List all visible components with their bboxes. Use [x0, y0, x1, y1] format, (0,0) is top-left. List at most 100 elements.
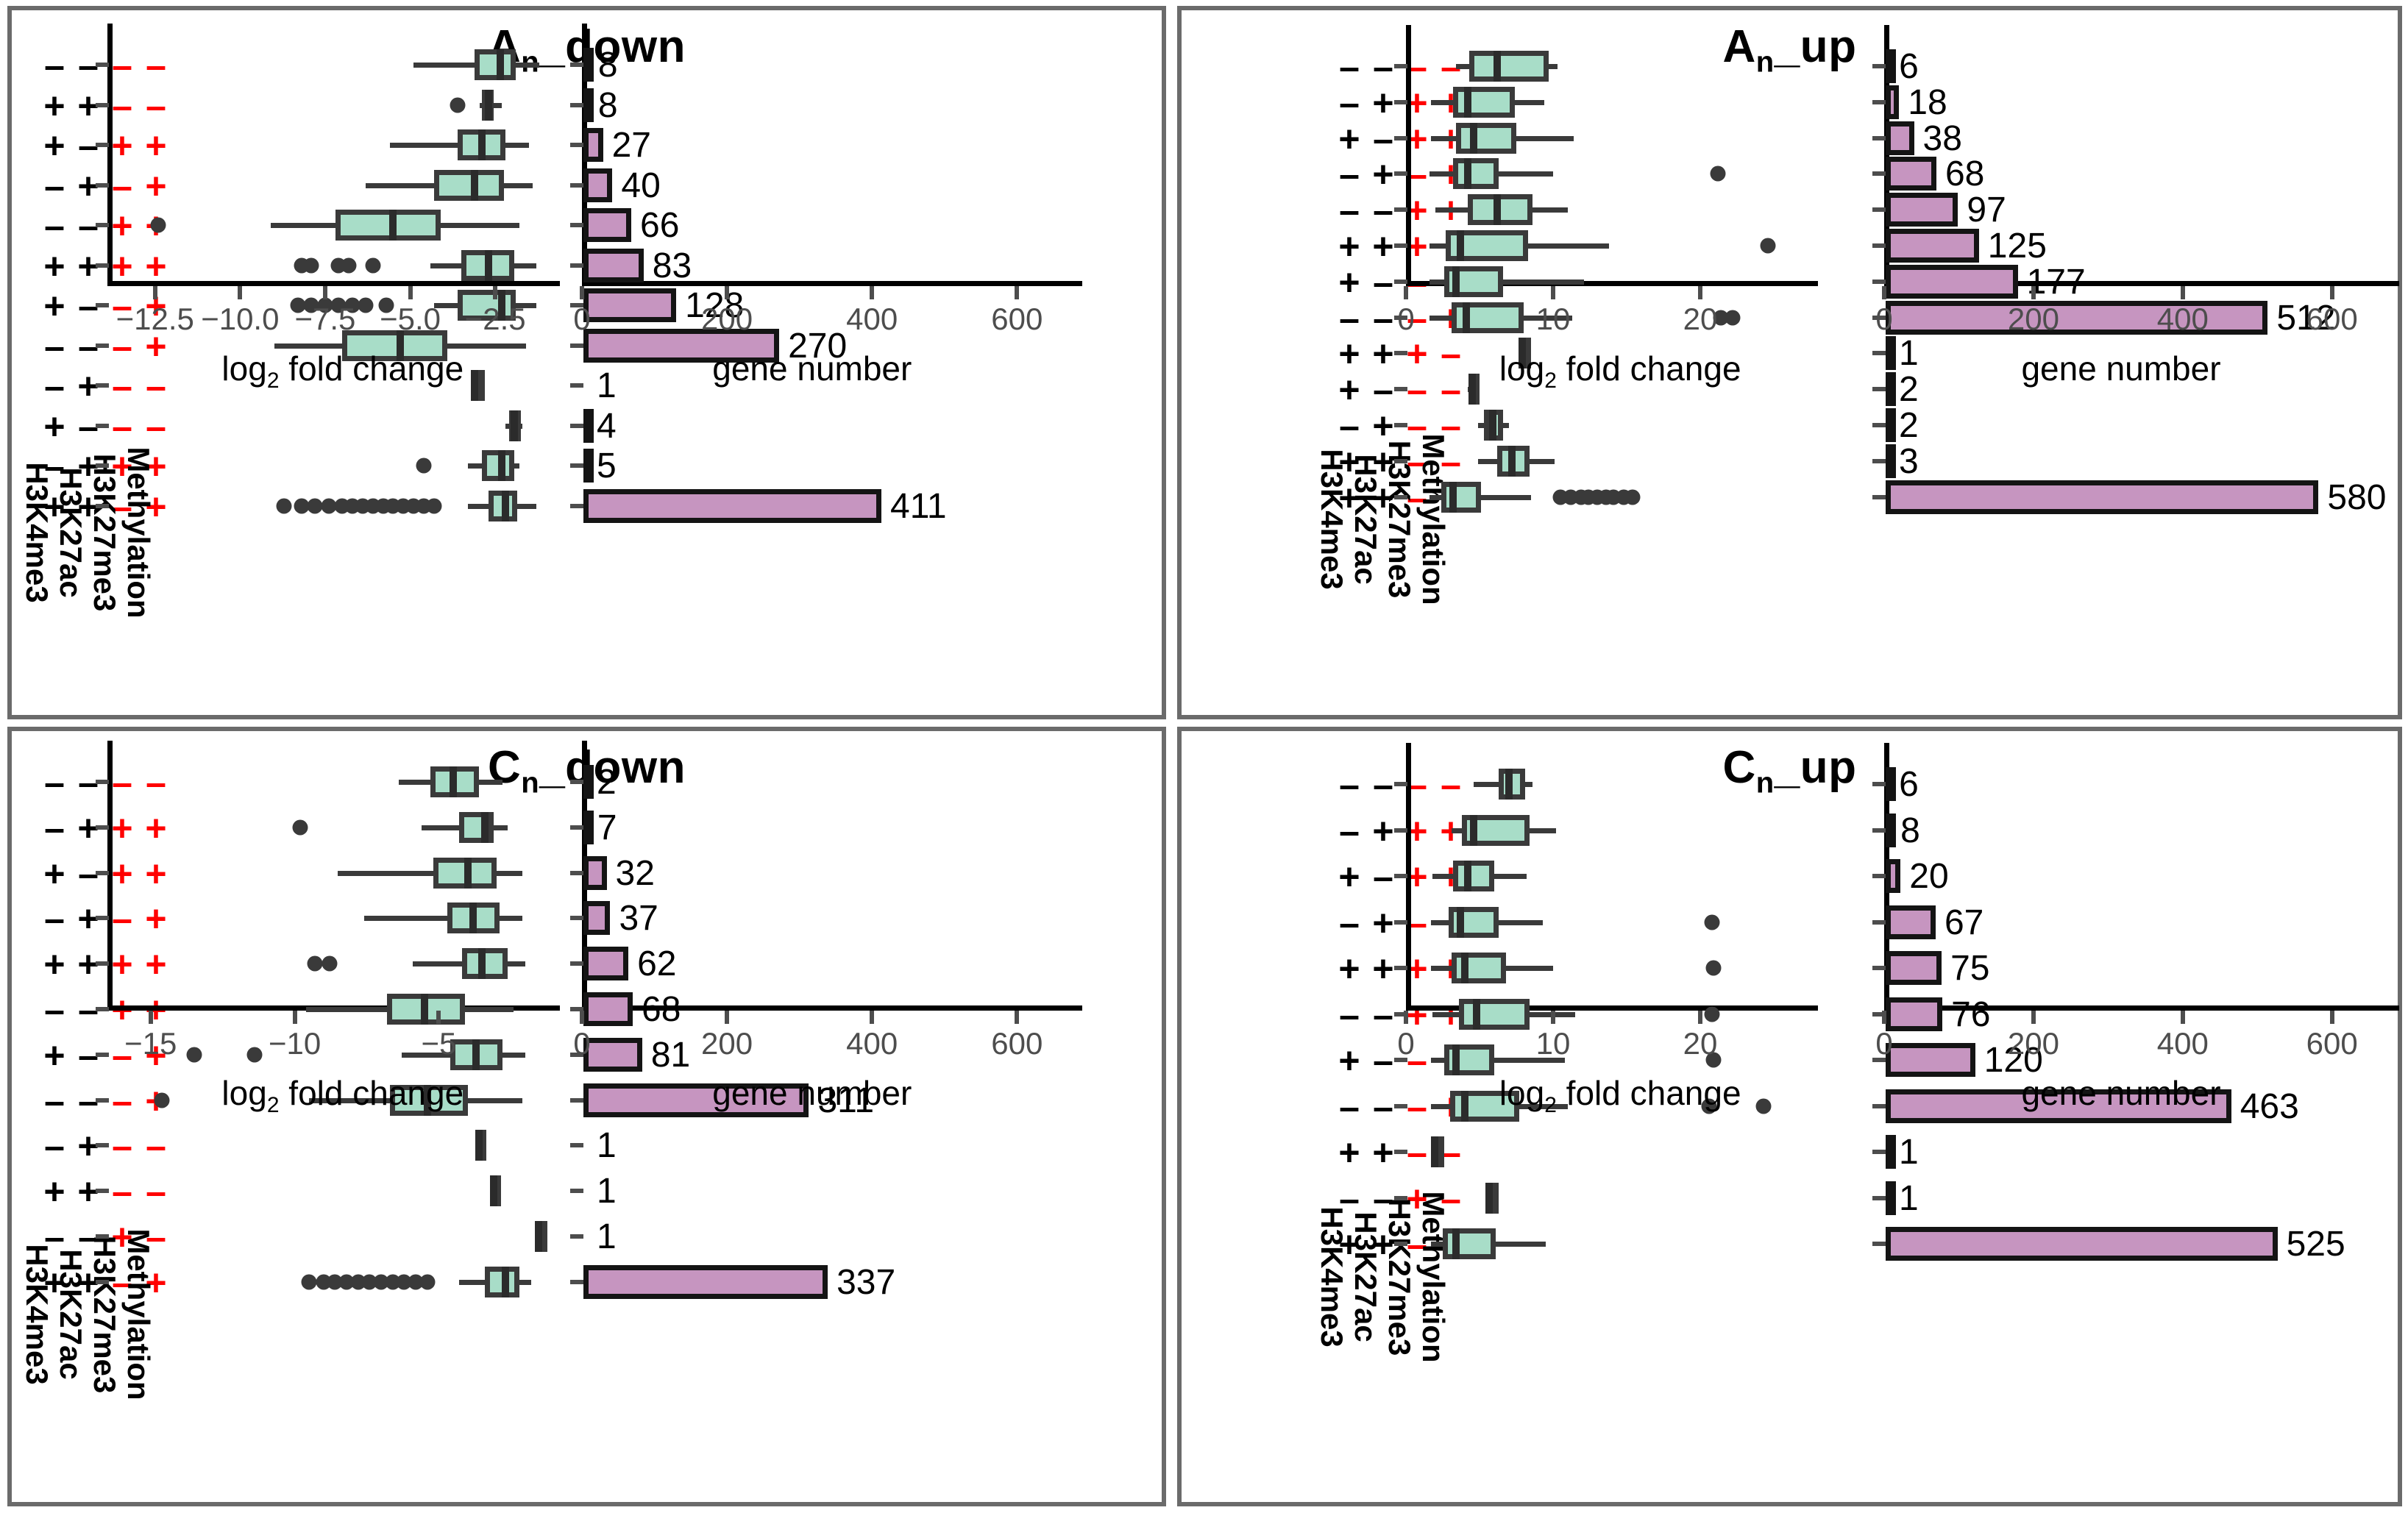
barplot-value-label: 8 — [1900, 811, 1920, 850]
barplot-y-tick — [1872, 351, 1886, 356]
boxplot-box — [481, 450, 514, 481]
boxplot-x-tick — [436, 1011, 441, 1024]
sign-h3k27ac-present: + — [77, 807, 99, 849]
sign-h3k4me3-absent: – — [1339, 82, 1360, 124]
barplot-bar — [1886, 372, 1896, 407]
boxplot-x-ticklabel: −15 — [124, 1026, 177, 1061]
sign-h3k4me3-absent: – — [44, 1125, 65, 1167]
sign-matrix-row: +–++ — [38, 855, 173, 892]
boxplot-median — [484, 249, 492, 281]
barplot-bar — [1886, 813, 1896, 847]
barplot-value-label: 2 — [597, 763, 617, 802]
barplot-x-axis-title: gene number — [712, 349, 912, 388]
boxplot-median — [1485, 1182, 1493, 1214]
barplot-y-tick — [1872, 99, 1886, 104]
sign-h3k27ac-absent: – — [1373, 764, 1393, 805]
sign-matrix-row: –+–– — [38, 368, 173, 405]
boxplot-y-tick — [1394, 1011, 1407, 1017]
column-label-h3k27me3: H3K27me3 — [88, 453, 122, 612]
boxplot-x-axis-title: log2 fold change — [1499, 349, 1741, 394]
barplot-y-tick — [1872, 207, 1886, 213]
boxplot-y-tick — [1394, 1195, 1407, 1200]
boxplot-outlier — [276, 498, 292, 513]
boxplot-outlier — [1704, 914, 1720, 930]
panel-title-Cn_up: Cn_up — [1722, 742, 1857, 800]
boxplot-median — [1452, 266, 1460, 297]
sign-h3k27ac-absent: – — [78, 325, 99, 367]
barplot-x-tick — [580, 286, 584, 299]
sign-matrix-row: ++++ — [38, 248, 173, 285]
axis-title-subscript: 2 — [266, 1093, 280, 1118]
barplot-x-tick — [870, 286, 875, 299]
boxplot-outlier — [290, 297, 306, 313]
barplot-value-label: 66 — [640, 206, 680, 245]
sign-h3k27me3-absent: – — [1407, 297, 1427, 339]
boxplot-median — [1452, 1044, 1460, 1075]
boxplot-y-tick — [96, 1279, 109, 1284]
boxplot-y-tick — [96, 1052, 109, 1057]
barplot-y-tick — [570, 383, 583, 388]
sign-h3k27ac-present: + — [77, 485, 99, 527]
boxplot-outlier — [1755, 1098, 1772, 1114]
barplot-value-label: 97 — [1967, 191, 2006, 230]
sign-h3k27ac-absent: – — [1373, 1086, 1393, 1128]
barplot-y-tick — [570, 343, 583, 348]
barplot-value-label: 525 — [2286, 1225, 2345, 1264]
barplot-value-label: 128 — [685, 286, 745, 325]
barplot-x-tick — [725, 286, 730, 299]
barplot-bar — [583, 488, 882, 523]
barplot-value-label: 37 — [619, 899, 658, 939]
sign-methylation-present: + — [145, 807, 167, 849]
barplot-x-tick — [1015, 1011, 1020, 1024]
boxplot-median — [420, 994, 428, 1025]
boxplot-median — [1431, 1136, 1438, 1167]
boxplot-y-tick — [96, 961, 109, 966]
sign-h3k27ac-present: + — [77, 1171, 99, 1213]
barplot-x-axis — [1884, 281, 2399, 286]
sign-h3k27ac-absent: – — [78, 45, 99, 86]
sign-h3k27me3-absent: – — [112, 85, 132, 127]
boxplot-median — [1449, 481, 1457, 513]
boxplot-x-ticklabel: 10 — [1535, 1026, 1571, 1061]
boxplot-outlier — [365, 257, 381, 273]
boxplot-median — [450, 766, 458, 797]
barplot-y-tick — [1872, 315, 1886, 320]
sign-matrix-row: ––++ — [38, 207, 173, 244]
sign-h3k4me3-present: + — [1338, 333, 1360, 375]
boxplot-outlier — [307, 498, 323, 513]
boxplot-outlier — [330, 297, 347, 313]
barplot-y-tick — [1872, 64, 1886, 68]
boxplot-y-tick — [96, 1143, 109, 1148]
sign-matrix-row: ++–– — [1332, 444, 1468, 480]
sign-matrix-row: –+–+ — [38, 900, 173, 937]
sign-methylation-absent: – — [1441, 405, 1461, 446]
sign-h3k27ac-present: + — [77, 245, 99, 287]
boxplot-y-tick — [96, 503, 109, 508]
boxplot-y-tick — [1394, 315, 1407, 320]
sign-h3k4me3-present: + — [1338, 856, 1360, 897]
boxplot-x-tick — [238, 286, 243, 299]
barplot-bar — [583, 901, 611, 936]
barplot-value-label: 7 — [597, 808, 617, 847]
boxplot-box — [475, 49, 516, 80]
sign-methylation-present: + — [145, 245, 167, 287]
barplot-value-label: 580 — [2327, 477, 2387, 517]
sign-methylation-absent: – — [146, 1217, 166, 1258]
sign-h3k4me3-present: + — [43, 85, 65, 127]
boxplot-box — [1453, 158, 1499, 190]
sign-methylation-present: + — [145, 485, 167, 527]
boxplot-y-tick — [1394, 351, 1407, 356]
sign-h3k27ac-present: + — [1372, 477, 1394, 519]
sign-h3k27me3-absent: – — [1407, 369, 1427, 411]
boxplot-y-tick — [96, 182, 109, 188]
barplot-y-tick — [570, 503, 583, 508]
barplot-value-label: 1 — [597, 366, 617, 405]
boxplot-median — [1473, 998, 1480, 1030]
boxplot-median — [1452, 1228, 1460, 1259]
barplot-bar — [1886, 408, 1896, 442]
barplot-y-tick — [570, 1007, 583, 1011]
sign-h3k4me3-absent: – — [44, 1217, 65, 1258]
boxplot-whisker — [1431, 1058, 1565, 1063]
boxplot-y-tick — [1394, 1242, 1407, 1246]
